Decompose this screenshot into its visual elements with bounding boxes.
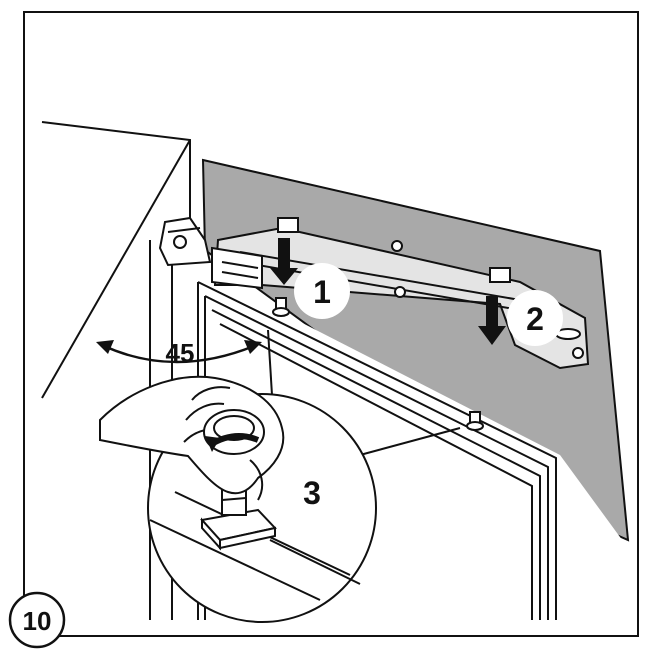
figure-number: 10 bbox=[23, 606, 52, 636]
step-1-label: 1 bbox=[313, 274, 331, 310]
frame-screw-2 bbox=[466, 411, 484, 431]
frame-screw-1 bbox=[272, 297, 290, 317]
step-2-badge bbox=[507, 290, 563, 346]
figure-number-badge bbox=[8, 591, 66, 649]
step-2-arrow-icon bbox=[478, 296, 506, 345]
hand bbox=[99, 375, 285, 501]
arc-arrowhead-left-icon bbox=[96, 340, 114, 354]
rotation-arc-arrow-icon bbox=[103, 344, 255, 364]
angle-label: 45 bbox=[166, 338, 195, 368]
step-2-label: 2 bbox=[526, 301, 544, 337]
step-1-arrow-icon bbox=[270, 238, 298, 285]
step-1-badge bbox=[294, 263, 350, 319]
rotate-arrow-icon bbox=[205, 433, 260, 452]
figure-frame bbox=[23, 11, 639, 637]
arc-arrowhead-right-icon bbox=[244, 340, 262, 354]
hinge bbox=[158, 216, 212, 267]
callout-lines bbox=[267, 329, 461, 456]
step-3-label: 3 bbox=[303, 475, 321, 511]
